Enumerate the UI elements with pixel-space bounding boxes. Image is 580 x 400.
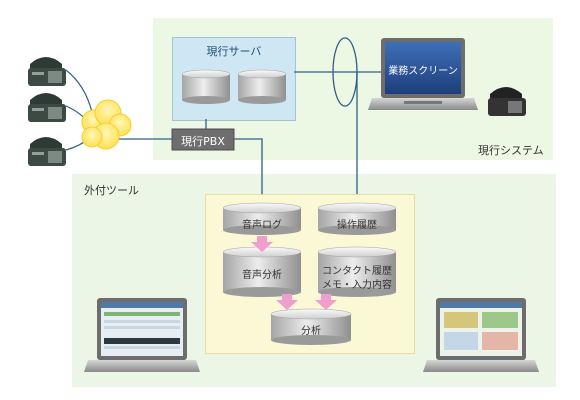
flow-arrows <box>251 236 337 310</box>
phone-icon-4 <box>488 87 526 116</box>
connector-lines <box>116 71 384 194</box>
business-screen-label: 業務スクリーン <box>388 66 458 77</box>
server-db-2 <box>237 69 287 104</box>
laptop-icon-right <box>423 298 539 372</box>
laptop-icon-left <box>84 298 200 372</box>
arrow-down-icon <box>251 236 273 252</box>
server-db-1 <box>181 69 231 104</box>
external-tools-title: 外付ツール <box>84 184 139 197</box>
pbx-label: 現行PBX <box>181 135 225 148</box>
arrow-down-icon <box>315 294 337 310</box>
laptop-icon-business <box>368 38 478 110</box>
voice-analysis-label: 音声分析 <box>242 270 282 281</box>
db-analysis <box>270 308 352 345</box>
phone-icon-1 <box>28 57 66 86</box>
phone-icon-2 <box>28 93 66 122</box>
voice-log-label: 音声ログ <box>242 220 282 231</box>
analysis-label: 分析 <box>301 326 321 337</box>
db-operation-history <box>317 202 397 235</box>
current-server-label: 現行サーバ <box>206 45 262 58</box>
phone-icon-3 <box>28 137 66 166</box>
contact-history-label-1: コンタクト履歴 <box>322 266 392 277</box>
pbx-box <box>171 128 235 151</box>
contact-history-label-2: メモ・入力内容 <box>322 280 392 291</box>
db-voice-log <box>222 202 302 235</box>
db-contact-history <box>317 246 397 297</box>
cloud-icon <box>81 99 132 150</box>
network-loop <box>332 37 358 107</box>
operation-history-label: 操作履歴 <box>337 220 377 231</box>
arrow-down-icon <box>276 294 298 310</box>
current-system-title: 現行システム <box>478 144 544 157</box>
